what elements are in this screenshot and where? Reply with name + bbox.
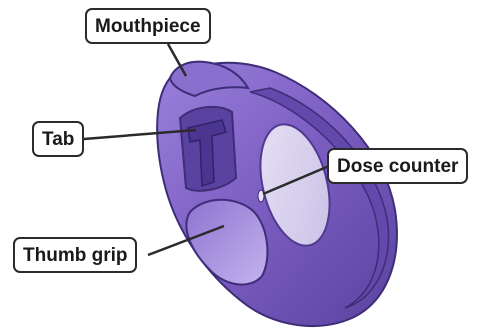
tab-label: Tab (32, 121, 84, 157)
dose-counter-label: Dose counter (327, 148, 468, 184)
dose-counter-marker (258, 190, 264, 202)
thumb-grip-label: Thumb grip (13, 237, 137, 273)
mouthpiece-label: Mouthpiece (85, 8, 211, 44)
thumb-grip-shape (186, 200, 267, 285)
